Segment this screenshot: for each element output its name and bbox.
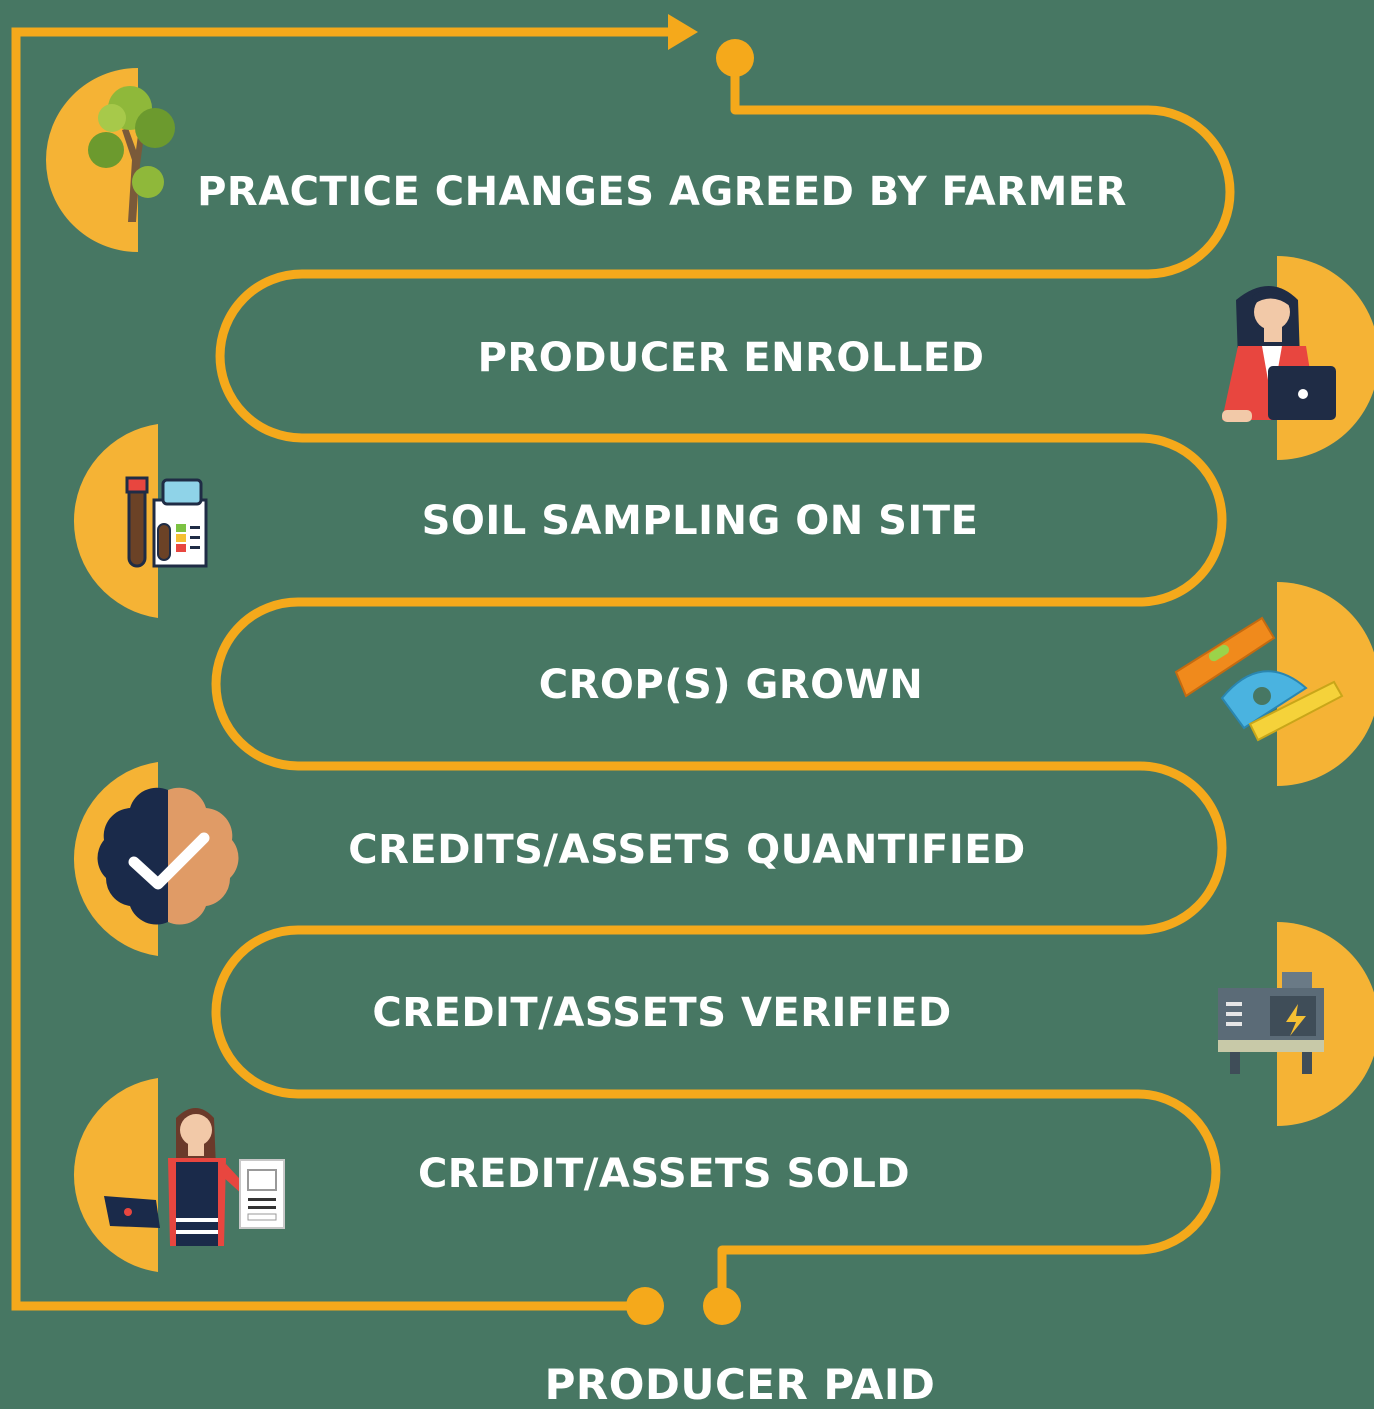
final-step-label: PRODUCER PAID xyxy=(544,1360,936,1409)
badge-step-3 xyxy=(73,424,158,618)
step-6-label: CREDIT/ASSETS VERIFIED xyxy=(372,990,952,1036)
flow-path xyxy=(211,58,1235,1306)
generator-icon xyxy=(1218,972,1324,1074)
spirit-level-ruler-icon xyxy=(1174,616,1344,742)
step-2-label: PRODUCER ENROLLED xyxy=(477,335,985,381)
step-4-label: CROP(S) GROWN xyxy=(538,662,924,708)
woman-laptop-icon xyxy=(1222,286,1336,422)
start-dot xyxy=(716,39,754,77)
return-path xyxy=(11,27,668,1311)
end-dot-left xyxy=(626,1287,664,1325)
step-3-label: SOIL SAMPLING ON SITE xyxy=(421,498,979,544)
step-1-label: PRACTICE CHANGES AGREED BY FARMER xyxy=(197,169,1127,215)
badge-step-4 xyxy=(1277,582,1374,786)
end-dot-right xyxy=(703,1287,741,1325)
tree-icon xyxy=(88,86,175,222)
verified-badge-icon xyxy=(97,787,239,925)
badge-step-7 xyxy=(73,1078,158,1272)
step-7-label: CREDIT/ASSETS SOLD xyxy=(417,1151,911,1197)
arrowhead-icon xyxy=(668,14,698,50)
step-5-label: CREDITS/ASSETS QUANTIFIED xyxy=(348,827,1026,873)
ph-test-tube-icon xyxy=(125,476,208,568)
woman-presenting-document-icon xyxy=(104,1108,285,1246)
